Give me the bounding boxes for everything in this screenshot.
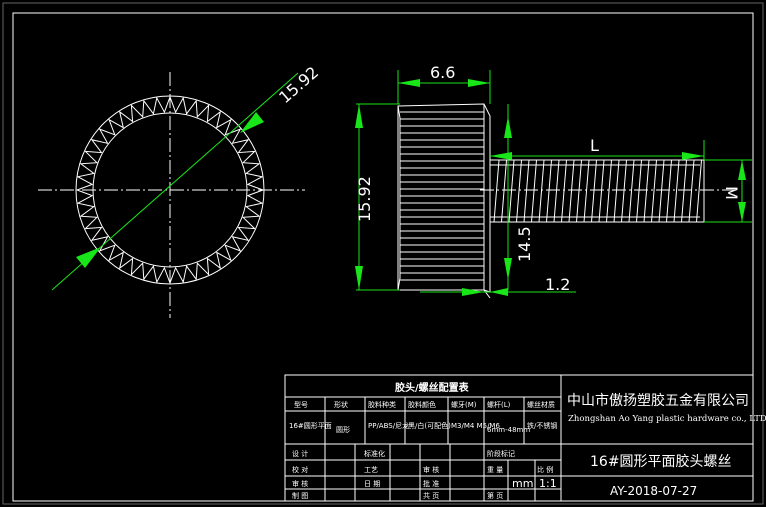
header-shape: 形状 bbox=[334, 400, 348, 409]
thread-line bbox=[553, 159, 560, 223]
thread-line bbox=[538, 159, 545, 223]
label-date: 日 期 bbox=[364, 480, 380, 488]
label-design: 设 计 bbox=[292, 449, 308, 458]
drawing-date: AY-2018-07-27 bbox=[610, 484, 697, 498]
table-title: 胶头/螺丝配置表 bbox=[395, 381, 470, 394]
thread-line bbox=[681, 159, 687, 223]
label-process: 工艺 bbox=[364, 466, 378, 474]
thread-line bbox=[673, 159, 680, 223]
thread-line bbox=[516, 159, 522, 223]
thread-line bbox=[636, 159, 642, 223]
cell-model: 16#圆形平面 bbox=[289, 422, 332, 430]
label-page: 第 页 bbox=[487, 491, 503, 500]
header-model: 型号 bbox=[294, 400, 308, 409]
part-name: 16#圆形平面胶头螺丝 bbox=[590, 453, 732, 470]
thread-line bbox=[613, 159, 620, 223]
cell-color: 黑/白(可配色) bbox=[408, 421, 451, 430]
knurl-height-label: 14.5 bbox=[515, 226, 534, 262]
thread-line bbox=[501, 159, 507, 223]
label-standard: 标准化 bbox=[364, 449, 385, 458]
head-width-label: 6.6 bbox=[430, 63, 455, 82]
cell-length: 6mm-48mm bbox=[487, 426, 530, 434]
label-total-pages: 共 页 bbox=[423, 491, 439, 500]
head-height-dimension: 15.92 bbox=[355, 103, 400, 291]
flange-label: 1.2 bbox=[545, 275, 570, 294]
label-review: 审 核 bbox=[423, 465, 439, 474]
thread-line bbox=[531, 159, 537, 223]
thread-line bbox=[598, 159, 605, 223]
header-material: 胶料种类 bbox=[368, 400, 396, 409]
front-view-circle bbox=[38, 72, 305, 318]
thread-line bbox=[591, 159, 597, 223]
header-thread: 螺牙(M) bbox=[451, 400, 477, 409]
label-approve: 批 准 bbox=[423, 479, 439, 488]
label-draw: 制 图 bbox=[292, 491, 308, 500]
head-width-dimension: 6.6 bbox=[397, 63, 491, 104]
thread-length-dimension: L bbox=[490, 136, 705, 160]
thread-line bbox=[546, 159, 552, 223]
thread-line bbox=[658, 159, 665, 223]
diameter-dimension: 15.92 bbox=[51, 63, 322, 291]
head-height-label: 15.92 bbox=[355, 176, 374, 222]
label-ratio: 比 例 bbox=[537, 465, 553, 474]
flange-dimension: 1.2 bbox=[420, 275, 576, 296]
side-view-screw bbox=[397, 103, 735, 299]
thread-line bbox=[621, 159, 627, 223]
header-screw-material: 螺丝材质 bbox=[527, 400, 555, 409]
knurl-teeth bbox=[75, 95, 264, 285]
cell-shape: 圆形 bbox=[336, 426, 350, 434]
label-weight: 重 量 bbox=[487, 466, 503, 474]
thread-line bbox=[688, 159, 695, 223]
label-stage: 阶段标记 bbox=[487, 449, 515, 458]
thread-dia-dimension: M bbox=[704, 159, 752, 223]
thread-line bbox=[606, 159, 612, 223]
thread-line bbox=[561, 159, 567, 223]
title-block: 胶头/螺丝配置表 型号 形状 胶料种类 胶料颜色 螺牙(M) 螺杆(L) 螺丝材… bbox=[284, 374, 766, 502]
thread-dia-label: M bbox=[722, 186, 741, 200]
header-length: 螺杆(L) bbox=[487, 400, 511, 409]
thread-line bbox=[643, 159, 650, 223]
thread-line bbox=[523, 159, 530, 223]
knurl-height-dimension: 14.5 bbox=[504, 104, 534, 290]
thread-line bbox=[568, 159, 575, 223]
label-audit: 审 核 bbox=[292, 479, 308, 488]
thread-line bbox=[666, 159, 672, 223]
label-check: 校 对 bbox=[292, 465, 308, 474]
company-name-cn: 中山市傲扬塑胶五金有限公司 bbox=[567, 392, 749, 409]
cell-thread: M3/M4 M5/M6 bbox=[451, 422, 500, 430]
unit-value: mm bbox=[512, 477, 533, 490]
company-name-en: Zhongshan Ao Yang plastic hardware co., … bbox=[568, 414, 766, 424]
thread-line bbox=[508, 159, 515, 223]
thread-length-label: L bbox=[590, 136, 599, 155]
header-color: 胶料颜色 bbox=[408, 400, 436, 409]
thread-line bbox=[583, 159, 590, 223]
thread-line bbox=[628, 159, 635, 223]
thread-line bbox=[651, 159, 657, 223]
cell-material: PP/ABS/尼龙 bbox=[368, 421, 409, 430]
diameter-label: 15.92 bbox=[275, 63, 322, 107]
thread-line bbox=[493, 159, 500, 223]
cell-screw-material: 铁/不锈钢 bbox=[527, 421, 557, 430]
thread-line bbox=[576, 159, 582, 223]
scale-value: 1:1 bbox=[539, 477, 557, 490]
thread-line bbox=[696, 159, 702, 223]
